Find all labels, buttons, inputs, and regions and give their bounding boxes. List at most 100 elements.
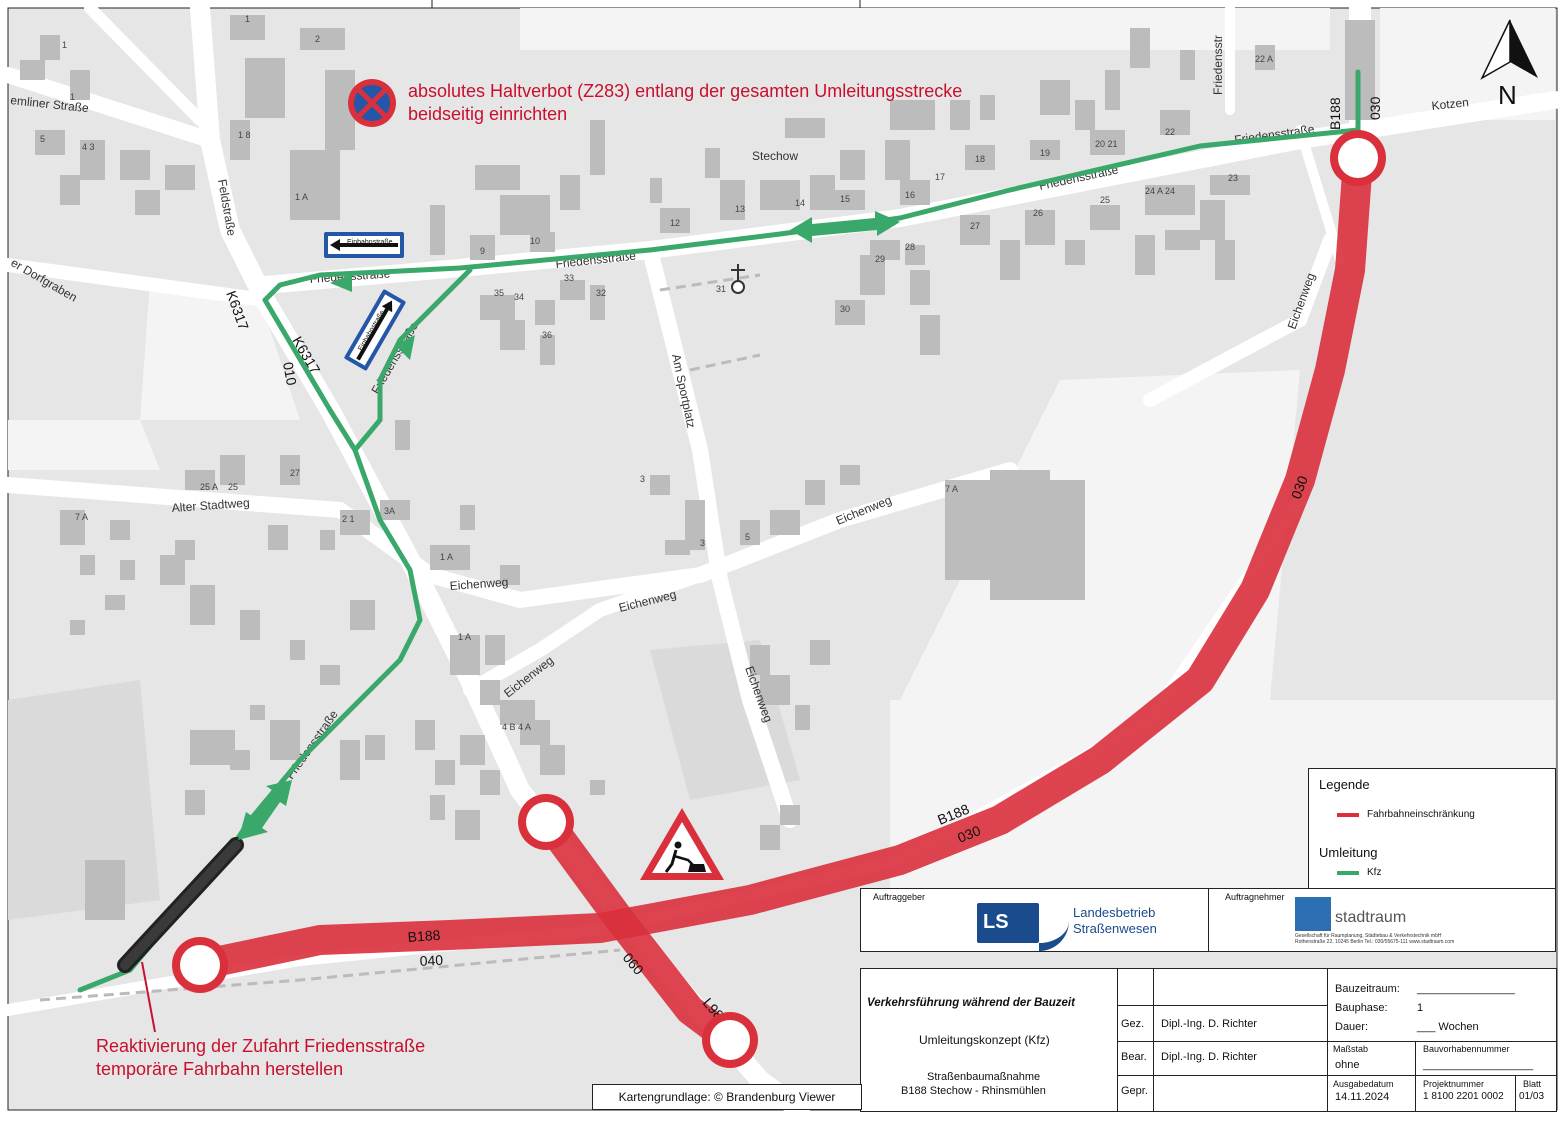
contractor-box: Auftragnehmer stadtraum Gesellschaft für… xyxy=(1208,888,1556,952)
svg-text:18: 18 xyxy=(975,154,985,164)
svg-text:14: 14 xyxy=(795,198,805,208)
north-label: N xyxy=(1498,80,1517,110)
svg-text:32: 32 xyxy=(596,288,606,298)
tb-divider xyxy=(1327,1075,1556,1076)
leader-line xyxy=(141,961,156,1033)
tb-divider xyxy=(1327,969,1328,1111)
projekt-value: 1 8100 2201 0002 xyxy=(1423,1091,1504,1102)
blatt-value: 01/03 xyxy=(1519,1091,1545,1102)
svg-text:15: 15 xyxy=(840,194,850,204)
client-name-2: Straßenwesen xyxy=(1073,921,1157,936)
bauvorhaben-label: Bauvorhabennummer xyxy=(1423,1044,1510,1054)
closure-icon xyxy=(702,1012,758,1068)
svg-text:25 A: 25 A xyxy=(200,482,218,492)
one-way-sign-horizontal: Einbahnstraße xyxy=(324,232,404,258)
svg-text:33: 33 xyxy=(564,273,574,283)
svg-text:25: 25 xyxy=(228,482,238,492)
legend-restriction-label: Fahrbahneinschränkung xyxy=(1367,809,1475,820)
street-eichenweg-1: Eichenweg xyxy=(449,575,509,593)
gez-value: Dipl.-Ing. D. Richter xyxy=(1161,1018,1257,1030)
ls-logo-swoosh xyxy=(1039,903,1069,951)
bauphase-label: Bauphase: xyxy=(1335,1002,1388,1014)
massstab-label: Maßstab xyxy=(1333,1044,1369,1054)
svg-text:1 8: 1 8 xyxy=(238,130,251,140)
svg-text:26: 26 xyxy=(1033,208,1043,218)
contractor-label: Auftragnehmer xyxy=(1225,892,1285,902)
svg-text:1 A: 1 A xyxy=(458,632,471,642)
legend-detour-swatch xyxy=(1337,871,1359,875)
svg-text:1: 1 xyxy=(70,92,75,102)
road-label-b188-north: B188 xyxy=(1327,97,1343,130)
road-code-030-north: 030 xyxy=(1367,96,1383,120)
svg-text:1 A: 1 A xyxy=(440,552,453,562)
svg-text:25: 25 xyxy=(1100,195,1110,205)
svg-text:2: 2 xyxy=(315,34,320,44)
svg-text:3A: 3A xyxy=(384,506,395,516)
temporary-lane-inner xyxy=(120,840,241,970)
street-kotzen: Kotzen xyxy=(1431,95,1470,113)
place-name: Stechow xyxy=(752,149,798,163)
svg-text:30: 30 xyxy=(840,304,850,314)
contractor-sub-1: Gesellschaft für Raumplanung, Städtebau … xyxy=(1295,933,1442,939)
svg-text:7 A: 7 A xyxy=(75,512,88,522)
svg-text:9: 9 xyxy=(480,246,485,256)
closure-icon xyxy=(1330,130,1386,186)
svg-text:22 A: 22 A xyxy=(1255,54,1273,64)
street-north: Friedensstr xyxy=(1211,35,1225,95)
north-arrow-icon xyxy=(1480,19,1538,80)
road-label-b188-west: B188 xyxy=(407,927,441,945)
client-name-1: Landesbetrieb xyxy=(1073,905,1156,920)
note-reactivation-1: Reaktivierung der Zufahrt Friedensstraße xyxy=(96,1036,425,1056)
gez-label: Gez. xyxy=(1121,1018,1145,1030)
church-icon xyxy=(731,264,745,294)
note-no-stopping-1: absolutes Haltverbot (Z283) entlang der … xyxy=(408,81,962,101)
two-way-arrow-icon xyxy=(790,211,900,243)
contractor-sub-2: Rothenstraße 22, 10245 Berlin Tel.: 030/… xyxy=(1295,939,1455,945)
svg-text:19: 19 xyxy=(1040,148,1050,158)
one-way-sign-text: Einbahnstraße xyxy=(347,239,393,246)
client-label: Auftraggeber xyxy=(873,892,926,902)
footpaths xyxy=(39,273,761,1002)
road-code-030-east: 030 xyxy=(1288,473,1311,501)
svg-text:16: 16 xyxy=(905,190,915,200)
legend-detour-label: Kfz xyxy=(1367,867,1382,878)
massstab-value: ohne xyxy=(1335,1059,1360,1071)
svg-text:7 A: 7 A xyxy=(945,484,958,494)
buildings xyxy=(20,15,1375,920)
arrow-icon xyxy=(395,335,415,360)
svg-text:22: 22 xyxy=(1165,127,1175,137)
svg-text:3: 3 xyxy=(640,474,645,484)
svg-text:31: 31 xyxy=(716,284,726,294)
stadtraum-logo-icon xyxy=(1295,897,1331,931)
tb-divider xyxy=(1327,1041,1556,1042)
svg-text:27: 27 xyxy=(290,468,300,478)
roadworks-sign-icon xyxy=(640,808,724,880)
dauer-value: ___ Wochen xyxy=(1417,1021,1479,1033)
svg-text:1: 1 xyxy=(62,40,67,50)
svg-text:27: 27 xyxy=(970,221,980,231)
closure-icon xyxy=(518,794,574,850)
svg-text:4 3: 4 3 xyxy=(82,142,95,152)
title-block: Verkehrsführung während der Bauzeit Umle… xyxy=(860,968,1557,1112)
svg-text:28: 28 xyxy=(905,242,915,252)
closure-icon xyxy=(172,937,228,993)
tb-divider xyxy=(1153,969,1154,1111)
terrain-patches xyxy=(8,8,1555,890)
map-credit: Kartengrundlage: © Brandenburg Viewer xyxy=(592,1084,862,1110)
bear-label: Bear. xyxy=(1121,1051,1147,1063)
svg-text:3: 3 xyxy=(700,538,705,548)
road-code-040: 040 xyxy=(419,952,443,969)
arrow-icon xyxy=(330,274,352,292)
svg-text:2 1: 2 1 xyxy=(342,514,355,524)
bear-value: Dipl.-Ing. D. Richter xyxy=(1161,1051,1257,1063)
tb-divider xyxy=(1515,1075,1516,1111)
svg-text:36: 36 xyxy=(542,330,552,340)
projekt-label: Projektnummer xyxy=(1423,1079,1485,1089)
svg-text:29: 29 xyxy=(875,254,885,264)
note-reactivation-2: temporäre Fahrbahn herstellen xyxy=(96,1059,343,1079)
tb-divider xyxy=(1415,1041,1416,1111)
svg-text:35: 35 xyxy=(494,288,504,298)
tb-divider xyxy=(1117,1005,1327,1006)
